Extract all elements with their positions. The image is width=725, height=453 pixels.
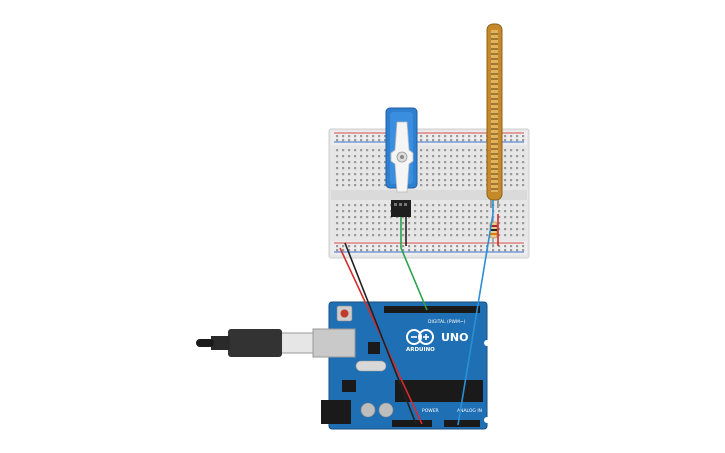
mounting-hole [484,417,490,423]
arduino-uno[interactable]: ARDUINO UNO DIGITAL (PWM~) POWER ANALOG … [312,301,490,430]
usb-plug-body [228,329,282,357]
usb-cable-end [196,339,214,347]
usb-plug-metal [279,332,314,354]
usb-cable[interactable] [196,329,314,357]
power-jack [321,400,351,424]
power-header [392,420,432,427]
microcontroller-chip [395,380,483,402]
wires [339,200,499,426]
breadboard[interactable] [328,128,530,259]
digital-label: DIGITAL (PWM~) [428,319,466,325]
wire-green[interactable] [400,217,428,311]
arduino-brand-text: ARDUINO [406,347,435,353]
flex-sensor[interactable] [486,23,503,208]
wire-blue[interactable] [457,200,494,426]
power-label: POWER [422,408,439,414]
flex-sensor-traces [491,33,498,190]
usb-port [312,328,356,358]
analog-label: ANALOG IN [457,408,482,414]
arduino-model-text: UNO [441,331,469,344]
breadboard-holes [336,135,525,252]
servo-connector [391,200,411,217]
digital-header [384,306,480,313]
reset-button[interactable] [340,309,349,318]
servo-motor[interactable] [385,107,418,217]
analog-header [444,420,480,427]
arduino-logo [406,329,434,345]
mounting-hole [484,340,490,346]
wire-black[interactable] [344,242,417,425]
